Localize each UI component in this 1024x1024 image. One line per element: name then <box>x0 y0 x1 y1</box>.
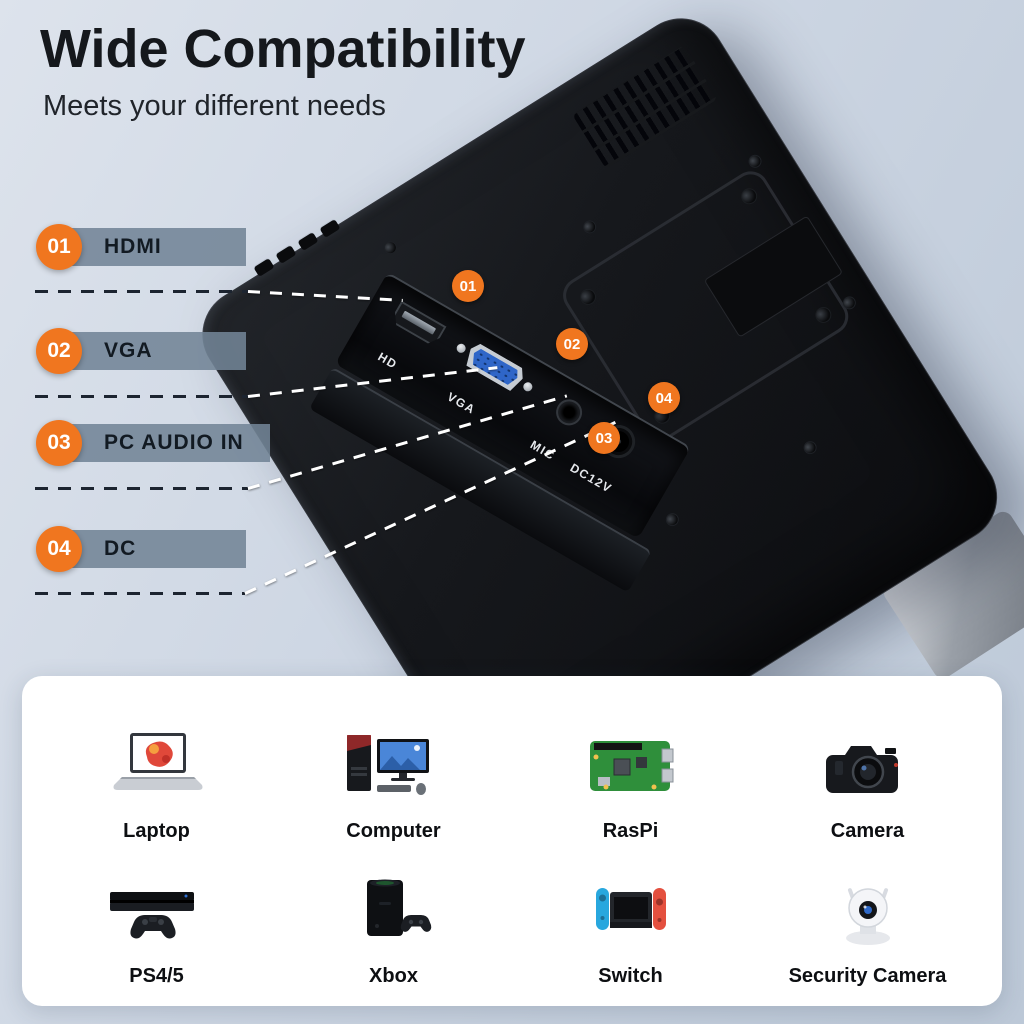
security-camera-icon <box>845 888 890 945</box>
compatibility-panel: Laptop Computer <box>22 676 1002 1006</box>
callout-number: 01 <box>36 224 82 270</box>
device-label: Xbox <box>369 965 418 987</box>
callout-label: DC <box>58 530 246 568</box>
device-label: Switch <box>598 965 663 987</box>
callout-hdmi: 01 HDMI <box>36 224 246 270</box>
page-title: Wide Compatibility <box>40 19 526 79</box>
port-badge-vga: 02 <box>556 328 588 360</box>
hdmi-port <box>390 301 447 348</box>
vga-screw-nut <box>521 380 534 393</box>
nintendo-switch-icon <box>595 888 666 930</box>
device-security-camera: Security Camera <box>749 843 986 988</box>
screw-hole <box>381 238 400 257</box>
desktop-computer-icon <box>346 735 429 795</box>
port-badge-audio: 03 <box>588 422 620 454</box>
vesa-screw-hole <box>738 185 761 208</box>
device-ps45: PS4/5 <box>38 843 275 988</box>
screw-hole <box>663 510 682 529</box>
device-xbox: Xbox <box>275 843 512 988</box>
callout-number: 04 <box>36 526 82 572</box>
callout-vga: 02 VGA <box>36 328 246 374</box>
callout-line-dc <box>35 592 245 595</box>
xbox-icon <box>366 879 431 936</box>
screw-hole <box>746 152 764 171</box>
callout-number: 02 <box>36 328 82 374</box>
callout-line-audio <box>35 487 248 490</box>
playstation-icon <box>109 892 194 939</box>
vent-grille <box>572 44 718 169</box>
device-label: Laptop <box>123 820 190 842</box>
port-label-hd: HD <box>375 349 401 372</box>
vga-screw-nut <box>455 342 468 355</box>
screw-hole <box>801 438 820 457</box>
device-label: PS4/5 <box>129 965 184 987</box>
port-label-dc12v: DC12V <box>567 460 615 496</box>
vesa-screw-hole <box>576 285 600 308</box>
raspberry-pi-icon <box>589 741 673 791</box>
device-laptop: Laptop <box>38 698 275 843</box>
port-label-vga: VGA <box>444 389 479 418</box>
callout-line-vga <box>35 395 248 398</box>
port-badge-dc: 04 <box>648 382 680 414</box>
device-label: Security Camera <box>788 965 947 987</box>
device-label: Camera <box>830 820 905 842</box>
laptop-icon <box>113 733 202 790</box>
callout-label: VGA <box>58 332 246 370</box>
callout-pc-audio-in: 03 PC AUDIO IN <box>36 420 270 466</box>
device-label: Computer <box>346 820 441 842</box>
device-computer: Computer <box>275 698 512 843</box>
device-switch: Switch <box>512 843 749 988</box>
vesa-screw-hole <box>812 303 835 326</box>
port-badge-hdmi: 01 <box>452 270 484 302</box>
device-camera: Camera <box>749 698 986 843</box>
screw-hole <box>580 217 599 236</box>
device-raspi: RasPi <box>512 698 749 843</box>
callout-label: PC AUDIO IN <box>58 424 270 462</box>
device-label: RasPi <box>602 820 659 842</box>
callout-line-hdmi <box>35 290 248 293</box>
camera-icon <box>825 746 898 793</box>
callout-number: 03 <box>36 420 82 466</box>
callout-label: HDMI <box>58 228 246 266</box>
page-subtitle: Meets your different needs <box>43 90 386 122</box>
callout-dc: 04 DC <box>36 526 246 572</box>
